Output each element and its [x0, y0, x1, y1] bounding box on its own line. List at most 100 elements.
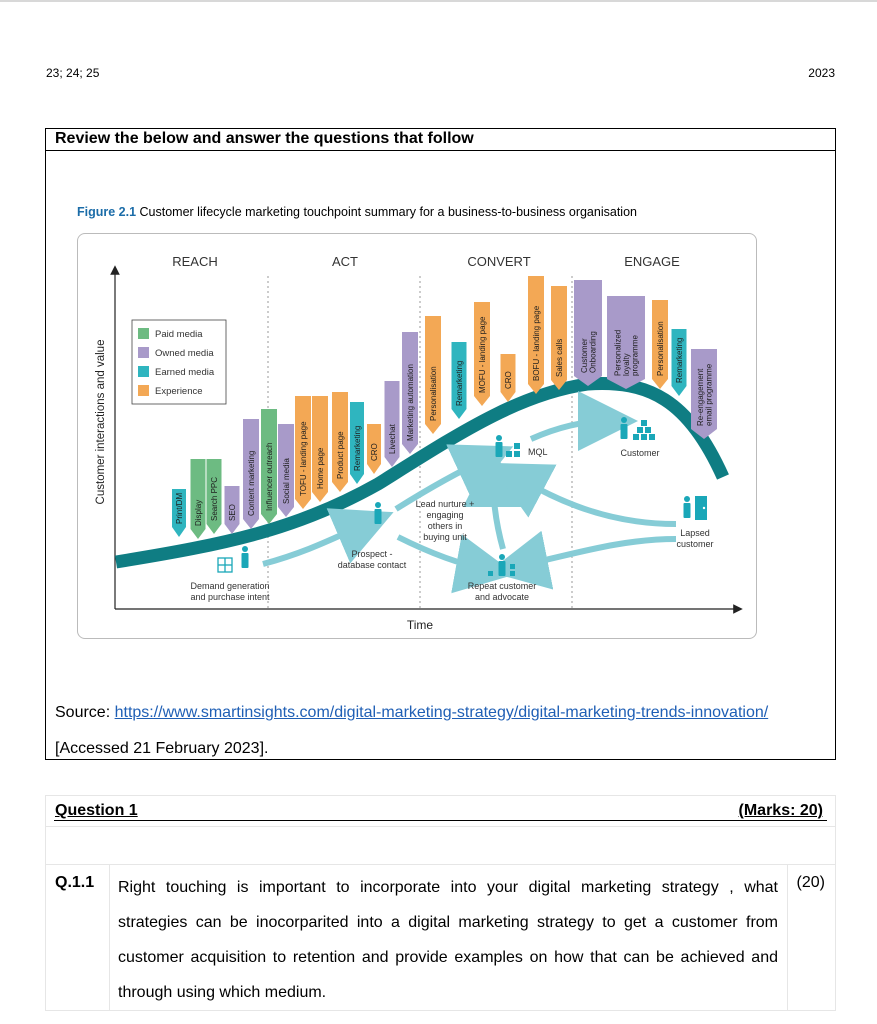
figure-caption-text: Customer lifecycle marketing touchpoint …	[139, 205, 637, 219]
touchpoint-pennant: Marketing automation	[402, 332, 418, 454]
touchpoint-label: Social media	[282, 458, 291, 504]
touchpoint-label: Marketing automation	[406, 364, 415, 441]
touchpoint-pennant: Product page	[332, 392, 348, 492]
node-label: Lapsed	[680, 528, 710, 538]
touchpoint-pennant: Print/DM	[172, 489, 186, 537]
legend-swatch	[138, 366, 149, 377]
touchpoint-pennant: Social media	[278, 424, 294, 517]
touchpoint-label: Search PPC	[210, 477, 219, 521]
touchpoint-pennant: Remarketing	[350, 402, 364, 484]
legend-label: Paid media	[155, 329, 203, 340]
touchpoint-label: MOFU - landing page	[478, 316, 487, 393]
question-text: Right touching is important to incorpora…	[118, 879, 778, 1001]
touchpoint-pennant: Sales calls	[551, 286, 567, 390]
question-number: Q.1.1	[55, 874, 95, 891]
touchpoint-label: Re-engagement	[696, 368, 705, 426]
touchpoint-shape	[261, 409, 277, 524]
source-citation: Source: https://www.smartinsights.com/di…	[55, 695, 815, 767]
node-label: Lead nurture +	[416, 499, 475, 509]
spacer-row	[45, 827, 836, 865]
touchpoint-label: Print/DM	[175, 493, 184, 524]
flow-arrow	[463, 447, 524, 550]
top-border	[0, 0, 877, 2]
touchpoint-pennant: SEO	[224, 486, 240, 534]
node-label: customer	[676, 539, 713, 549]
stage-label: ACT	[332, 254, 358, 269]
touchpoint-shape	[425, 316, 441, 434]
review-box: Review the below and answer the question…	[45, 128, 836, 760]
legend-label: Earned media	[155, 367, 215, 378]
touchpoint-pennant: CRO	[367, 424, 381, 474]
touchpoint-label: Influencer outreach	[265, 443, 274, 512]
blocks-icon	[506, 443, 520, 457]
question-title: Question 1	[55, 802, 138, 819]
node-label: Demand generation	[190, 581, 269, 591]
touchpoint-label: TOFU - landing page	[299, 421, 308, 496]
touchpoint-label: Personalisation	[429, 366, 438, 421]
touchpoint-pennant: TOFU - landing page	[295, 396, 311, 509]
node-label: others in	[428, 521, 463, 531]
source-accessed: [Accessed 21 February 2023].	[55, 740, 269, 757]
source-link[interactable]: https://www.smartinsights.com/digital-ma…	[114, 704, 769, 721]
person-icon	[683, 496, 691, 518]
person-icon	[241, 546, 249, 568]
touchpoint-label: Home page	[316, 447, 325, 489]
touchpoint-shape	[224, 486, 240, 534]
touchpoint-label: Personalized	[614, 330, 623, 376]
legend-swatch	[138, 347, 149, 358]
touchpoint-label: Livechat	[388, 423, 397, 454]
person-icon	[620, 417, 628, 439]
flow-arrow	[529, 391, 638, 452]
question-score: (20)	[796, 874, 825, 891]
touchpoint-label: Sales calls	[555, 339, 564, 377]
flow-arrow	[488, 530, 677, 590]
header-year: 2023	[808, 66, 835, 80]
touchpoint-pennant: Remarketing	[451, 342, 467, 419]
x-axis-label: Time	[407, 618, 434, 632]
touchpoint-label: BOFU - landing page	[532, 305, 541, 381]
person-icon	[374, 502, 382, 524]
touchpoint-pennant: MOFU - landing page	[474, 302, 490, 406]
touchpoint-label: Customer	[580, 338, 589, 373]
touchpoint-shape	[671, 329, 687, 396]
door-icon	[695, 496, 707, 520]
touchpoint-label: SEO	[228, 504, 237, 521]
touchpoint-shape	[652, 300, 668, 389]
question-marks: (Marks: 20)	[738, 802, 823, 819]
touchpoint-shape	[206, 459, 222, 534]
node-label: MQL	[528, 447, 548, 457]
touchpoint-shape	[278, 424, 294, 517]
legend-label: Owned media	[155, 348, 214, 359]
touchpoint-pennant: Personalisation	[652, 300, 668, 389]
touchpoint-shape	[384, 381, 400, 467]
touchpoint-shape	[474, 302, 490, 406]
touchpoint-label: CRO	[504, 371, 513, 389]
cell-divider	[787, 865, 788, 1010]
review-title: Review the below and answer the question…	[46, 129, 835, 151]
flow-arrow	[489, 462, 677, 527]
node-label: engaging	[426, 510, 463, 520]
touchpoint-shape	[172, 489, 186, 537]
question-table: Question 1 (Marks: 20) Q.1.1 Right touch…	[45, 795, 836, 1011]
touchpoint-label: Remarketing	[675, 338, 684, 383]
touchpoint-shape	[190, 459, 206, 539]
flow-arrow	[396, 534, 516, 594]
touchpoint-pennant: Personalisation	[425, 316, 441, 434]
touchpoint-label: Display	[194, 500, 203, 526]
blocks-icon	[633, 420, 655, 440]
touchpoint-pennant: Remarketing	[671, 329, 687, 396]
legend-swatch	[138, 385, 149, 396]
touchpoint-pennant: Content marketing	[243, 419, 259, 529]
header-rule	[54, 820, 827, 821]
touchpoint-pennant: Livechat	[384, 381, 400, 467]
touchpoint-shape	[350, 402, 364, 484]
node-label: buying unit	[423, 532, 467, 542]
touchpoint-label: loyalty	[622, 353, 631, 376]
stage-label: REACH	[172, 254, 218, 269]
figure-caption: Figure 2.1 Customer lifecycle marketing …	[77, 205, 637, 219]
touchpoint-label: Content marketing	[247, 451, 256, 516]
touchpoint-shape	[691, 349, 717, 439]
touchpoint-label: CRO	[370, 443, 379, 461]
grid-icon	[217, 557, 233, 573]
